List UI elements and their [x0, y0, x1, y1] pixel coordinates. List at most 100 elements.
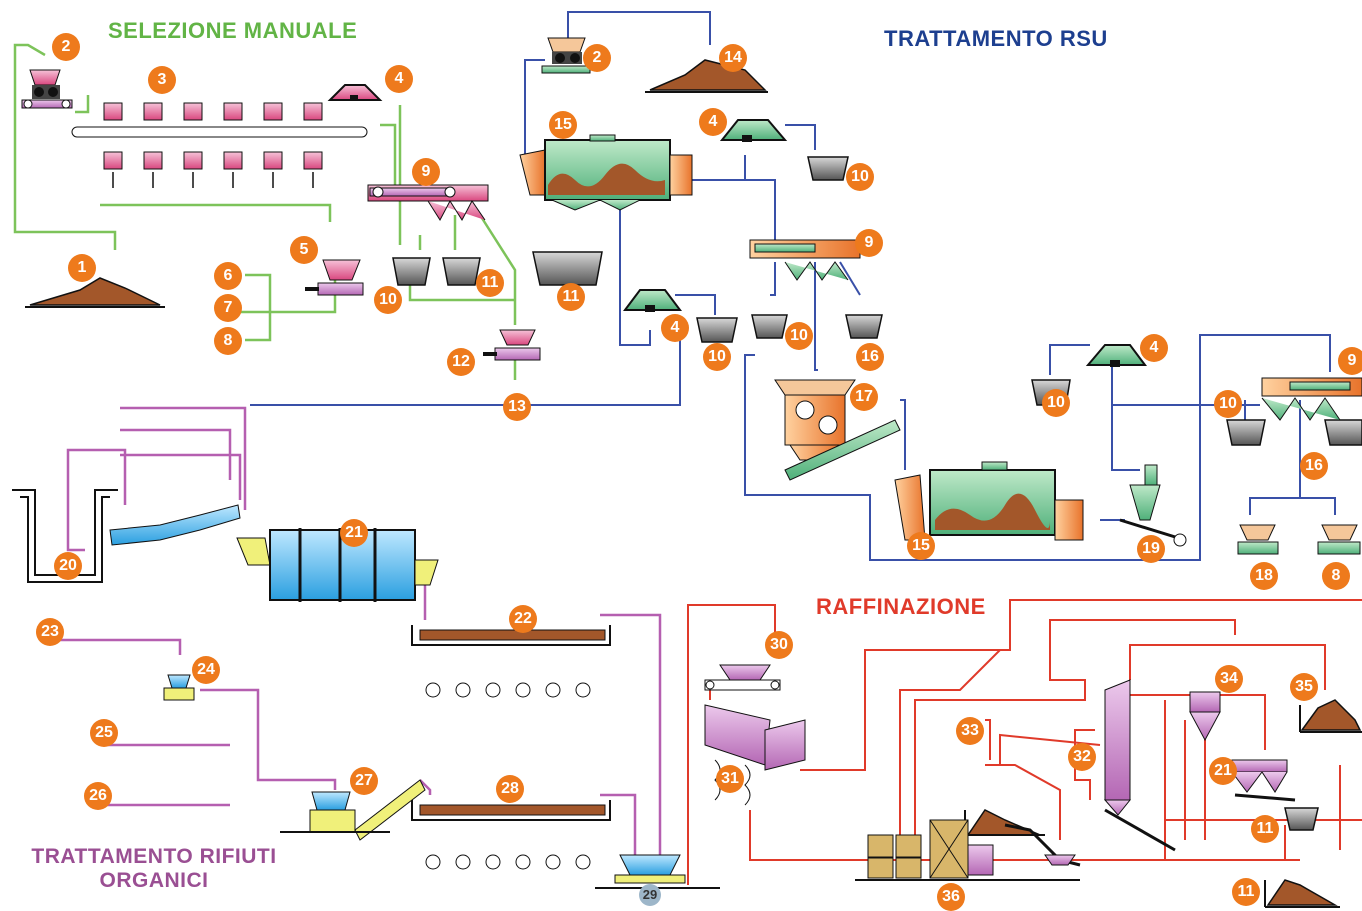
badge-31: 31	[716, 765, 744, 793]
material-heaps	[29, 59, 1362, 906]
badge-11b: 11	[557, 283, 585, 311]
cyclone-19	[1119, 464, 1187, 547]
badge-22: 22	[509, 605, 537, 633]
bins	[392, 156, 1362, 831]
press-5	[305, 259, 364, 296]
badge-4c: 4	[661, 314, 689, 342]
conveyor-20	[109, 504, 241, 546]
badge-21b: 21	[1209, 757, 1237, 785]
badge-10a: 10	[374, 286, 402, 314]
screen-31	[704, 704, 806, 806]
badge-5: 5	[290, 236, 318, 264]
badge-21a: 21	[340, 519, 368, 547]
badge-8b: 8	[1322, 562, 1350, 590]
heap-14	[649, 59, 767, 91]
mill-17	[774, 379, 901, 481]
badge-2b: 2	[583, 44, 611, 72]
badge-10e: 10	[1042, 389, 1070, 417]
badge-7: 7	[214, 294, 242, 322]
badge-10c: 10	[703, 343, 731, 371]
badge-15a: 15	[549, 111, 577, 139]
manual-selection-title: SELEZIONE MANUALE	[108, 18, 358, 43]
sorting-belt-3	[71, 102, 368, 188]
badge-24: 24	[192, 656, 220, 684]
hopper-29	[595, 854, 720, 889]
badge-29: 29	[639, 884, 661, 906]
badge-2a: 2	[52, 33, 80, 61]
badge-15b: 15	[907, 532, 935, 560]
badge-35: 35	[1290, 673, 1318, 701]
badge-16a: 16	[856, 343, 884, 371]
heap-1	[29, 277, 161, 306]
badge-9c: 9	[1338, 347, 1362, 375]
screen-9-rsu-right	[1261, 377, 1362, 421]
badge-1: 1	[68, 254, 96, 282]
refining-title: RAFFINAZIONE	[816, 594, 986, 619]
heap-35	[1300, 699, 1362, 731]
magnet-4-rsu-right	[1085, 344, 1147, 367]
organic-treatment-title: TRATTAMENTO RIFIUTI ORGANICI	[14, 845, 294, 893]
shredder-2-rsu	[541, 37, 591, 74]
magnet-4-rsu-top	[719, 119, 788, 142]
badge-11a: 11	[476, 269, 504, 297]
rsu-treatment-title: TRATTAMENTO RSU	[884, 26, 1108, 51]
dosing-24	[163, 674, 195, 701]
badge-16b: 16	[1300, 452, 1328, 480]
badge-6: 6	[214, 262, 242, 290]
shredder-2-manual	[21, 69, 73, 109]
badge-33: 33	[956, 717, 984, 745]
badge-18: 18	[1250, 562, 1278, 590]
hopper-21-refining	[1231, 759, 1296, 802]
badge-8a: 8	[214, 327, 242, 355]
feeder-30	[704, 664, 781, 691]
packaging-36	[855, 819, 1081, 881]
organic-title-line1: TRATTAMENTO RIFIUTI	[31, 845, 277, 868]
magnet-4-manual	[327, 84, 383, 101]
badge-4b: 4	[699, 108, 727, 136]
badge-20: 20	[54, 552, 82, 580]
badge-23: 23	[36, 618, 64, 646]
badge-32: 32	[1068, 743, 1096, 771]
badge-36: 36	[937, 883, 965, 911]
badge-10f: 10	[1214, 390, 1242, 418]
badge-3: 3	[148, 66, 176, 94]
badge-26: 26	[84, 782, 112, 810]
drum-15-lower	[894, 461, 1084, 541]
badge-28: 28	[496, 775, 524, 803]
badge-9a: 9	[412, 158, 440, 186]
refining-flow-lines	[687, 599, 1362, 885]
badge-34: 34	[1215, 665, 1243, 693]
badge-10d: 10	[785, 322, 813, 350]
badge-11d: 11	[1232, 878, 1260, 906]
heap-11-bottom	[1266, 879, 1338, 906]
badge-30: 30	[765, 631, 793, 659]
drum-15-upper	[519, 134, 693, 211]
badge-11c: 11	[1251, 815, 1279, 843]
organic-flow-lines	[60, 406, 662, 865]
separator-32	[1103, 679, 1176, 852]
badge-14: 14	[719, 44, 747, 72]
cyclone-34	[1189, 691, 1221, 742]
screen-9-manual	[367, 184, 489, 221]
badge-10b: 10	[846, 163, 874, 191]
heap-bases	[25, 91, 1362, 908]
badge-4a: 4	[385, 65, 413, 93]
presses-18-8	[1237, 524, 1361, 555]
badge-27: 27	[350, 767, 378, 795]
organic-title-line2: ORGANICI	[99, 869, 209, 892]
screen-9-rsu	[749, 239, 861, 281]
rotary-drum-21	[236, 528, 439, 602]
badge-12: 12	[447, 348, 475, 376]
badge-17: 17	[850, 383, 878, 411]
magnet-4-rsu-mid	[623, 289, 682, 312]
badge-19: 19	[1137, 535, 1165, 563]
badge-4d: 4	[1140, 334, 1168, 362]
badge-9b: 9	[855, 229, 883, 257]
badge-25: 25	[90, 719, 118, 747]
bed-28	[411, 800, 611, 870]
press-12	[483, 329, 541, 361]
bed-22	[411, 625, 611, 698]
badge-13: 13	[503, 393, 531, 421]
mixer-27	[280, 779, 426, 841]
